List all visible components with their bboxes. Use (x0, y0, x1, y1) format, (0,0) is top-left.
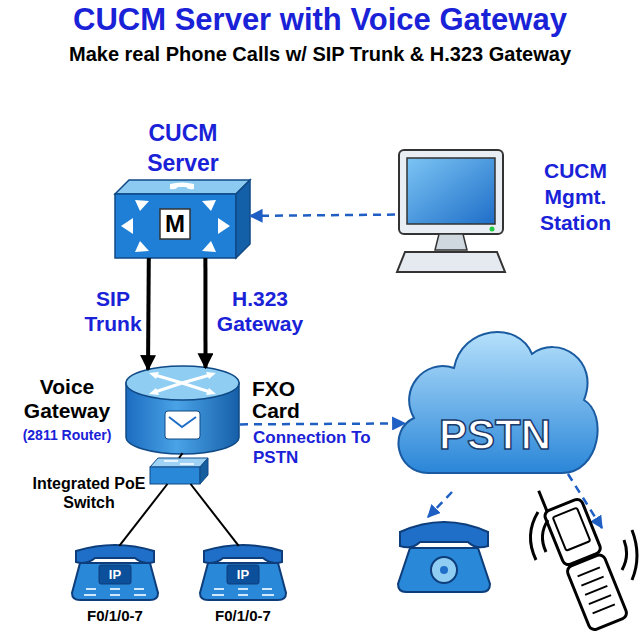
phone-keys (578, 567, 615, 613)
port-label: F0/1/0-7 (188, 607, 298, 625)
diagram-title: CUCM Server with Voice Gateway (0, 2, 640, 38)
phone-antenna (539, 491, 547, 511)
workstation-icon-outline (395, 148, 507, 276)
pstn-arrow (428, 492, 452, 517)
monitor-screen (407, 158, 495, 224)
port-label: F0/1/0-7 (60, 607, 170, 625)
connector-line (250, 215, 395, 216)
phone-dial (431, 557, 457, 583)
phone-body (200, 563, 286, 600)
phone-handset (400, 522, 488, 547)
phone-label: IP (99, 566, 131, 583)
monitor-stand (435, 234, 467, 250)
connector-label: SIP Trunk (80, 286, 146, 336)
ip-phone: IPF0/1/0-7 (200, 543, 286, 600)
router-arrow (206, 372, 216, 379)
connector-label: Connection To PSTN (253, 428, 373, 468)
router-arrow (149, 388, 159, 395)
router-arrows (155, 375, 210, 392)
node-label: Integrated PoE Switch (26, 474, 152, 512)
analog-phone (398, 522, 490, 592)
server-icon: CUCM ServerM (115, 180, 250, 258)
cloud-shape-outline (390, 318, 600, 488)
server-front (115, 194, 236, 258)
connector-line (191, 484, 239, 546)
monitor-base (397, 252, 505, 272)
server-arrow (202, 241, 216, 252)
router-card (165, 411, 200, 439)
switch-front (150, 467, 200, 484)
server-arrow (135, 241, 149, 252)
phone-display (99, 565, 131, 584)
router-icon: Voice Gateway(2811 Router) (125, 365, 240, 455)
phone-handset (204, 545, 282, 563)
node-subheading: (2811 Router) (3, 427, 131, 444)
cell-phone (535, 477, 628, 631)
node-heading: CUCM Server (128, 118, 238, 178)
phone-keys (212, 589, 274, 595)
phone-base (566, 553, 629, 631)
server-arrow (218, 218, 230, 234)
subtitle: Make real Phone Calls w/ SIP Trunk & H.3… (0, 42, 640, 66)
server-side (236, 180, 250, 258)
switch-side (200, 458, 208, 484)
connector-label: H.323 Gateway (205, 286, 315, 336)
signal-waves (530, 512, 548, 560)
phone-body (398, 548, 490, 592)
phone-lid (543, 498, 602, 567)
phone-dial-center (440, 566, 448, 574)
switch-icon: Integrated PoE Switch (150, 458, 208, 484)
server-letter: M (160, 209, 190, 239)
router-card-mark (169, 417, 196, 427)
switch-icon-outline (150, 458, 208, 484)
switch-arrows (164, 461, 194, 464)
router-arrow (149, 372, 159, 379)
card-label: FXO Card (252, 378, 322, 422)
monitor-led (490, 227, 495, 232)
phone-label: IP (227, 566, 259, 583)
connector-line (119, 484, 167, 546)
router-arrow (206, 388, 216, 395)
node-heading: Voice Gateway (3, 375, 131, 423)
phone-display (227, 565, 259, 584)
connector-line (146, 258, 151, 370)
server-arrow (202, 200, 216, 211)
workstation-icon: CUCM Mgmt. Station (395, 148, 507, 276)
pstn-arrow (568, 474, 602, 528)
node-label: PSTN (390, 411, 600, 459)
server-arrow (135, 200, 149, 211)
phone-screen (553, 508, 591, 551)
router-icon-outline (125, 365, 240, 455)
connector-line (203, 258, 207, 368)
server-arrow (121, 218, 133, 234)
server-badge (160, 209, 190, 239)
monitor-bezel (399, 150, 503, 234)
cloud-shape: PSTN (390, 318, 600, 488)
phone-body (72, 563, 158, 600)
switch-top (150, 458, 208, 467)
node-label: CUCM Mgmt. Station (523, 158, 628, 236)
phone-handset (76, 545, 154, 563)
ip-phone: IPF0/1/0-7 (72, 543, 158, 600)
server-top (115, 180, 250, 194)
signal-waves (622, 530, 637, 580)
server-handset (170, 183, 194, 190)
connector-line (240, 423, 405, 424)
phone-keys (84, 589, 146, 595)
router-top (126, 366, 239, 400)
